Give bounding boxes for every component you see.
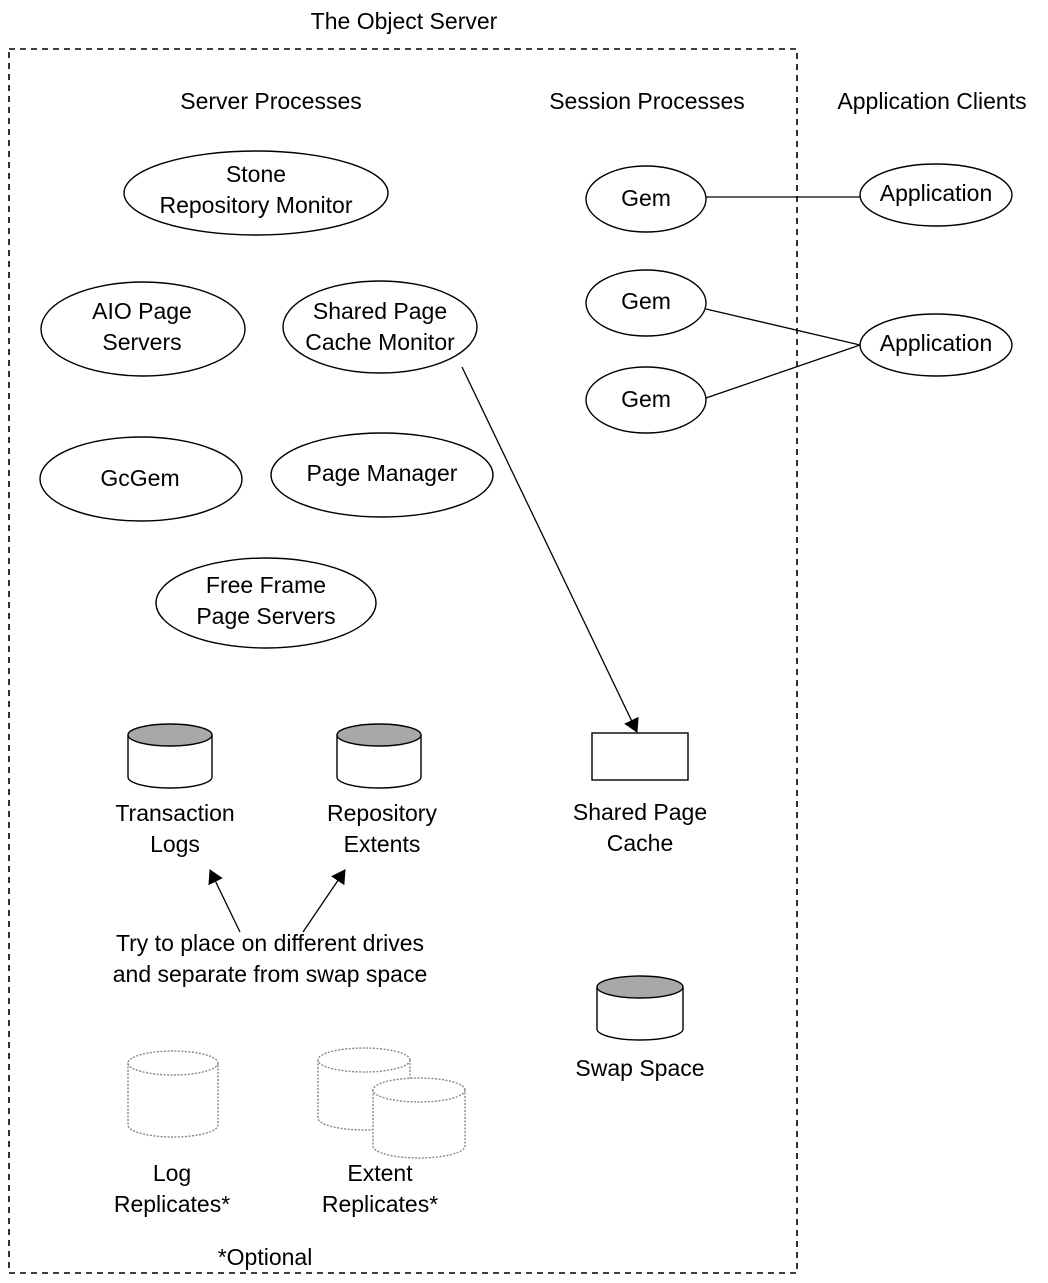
gem3-to-application2-line — [705, 344, 861, 399]
log-replicates-cylinder — [127, 1050, 219, 1138]
shared-page-cache-box — [591, 732, 689, 781]
aio-page-servers-ellipse — [40, 281, 246, 377]
optional-footnote: *Optional — [217, 1244, 313, 1270]
application1-label: Application — [879, 180, 993, 206]
application-clients-heading: Application Clients — [837, 88, 1027, 114]
monitor-to-cache-arrow — [461, 366, 639, 733]
swap-space-label: Swap Space — [575, 1055, 705, 1081]
page-manager-label: Page Manager — [306, 460, 458, 486]
gem2-label: Gem — [621, 288, 671, 314]
page-manager-ellipse — [270, 432, 494, 518]
transaction-logs-cylinder — [127, 723, 213, 789]
note-to-logs-arrow — [208, 869, 241, 933]
repository-extents-cylinder — [336, 723, 422, 789]
gcgem-ellipse — [39, 436, 243, 522]
gem2-to-application2-line — [705, 308, 861, 346]
diagram-title: The Object Server — [310, 8, 498, 34]
session-processes-heading: Session Processes — [549, 88, 745, 114]
object-server-boundary — [8, 48, 798, 1274]
gem2-ellipse — [585, 269, 707, 337]
gem3-ellipse — [585, 366, 707, 434]
gcgem-label: GcGem — [100, 465, 180, 491]
gem1-ellipse — [585, 165, 707, 233]
application1-ellipse — [859, 163, 1013, 227]
free-frame-page-servers-ellipse — [155, 557, 377, 649]
application2-label: Application — [879, 330, 993, 356]
note-to-extents-arrow — [302, 869, 346, 933]
shared-page-cache-monitor-ellipse — [282, 280, 478, 374]
gem3-label: Gem — [621, 386, 671, 412]
stone-ellipse — [123, 150, 389, 236]
gem1-label: Gem — [621, 185, 671, 211]
swap-space-cylinder — [596, 975, 684, 1041]
server-processes-heading: Server Processes — [180, 88, 362, 114]
extent-replicates-cylinder-front — [372, 1077, 466, 1159]
